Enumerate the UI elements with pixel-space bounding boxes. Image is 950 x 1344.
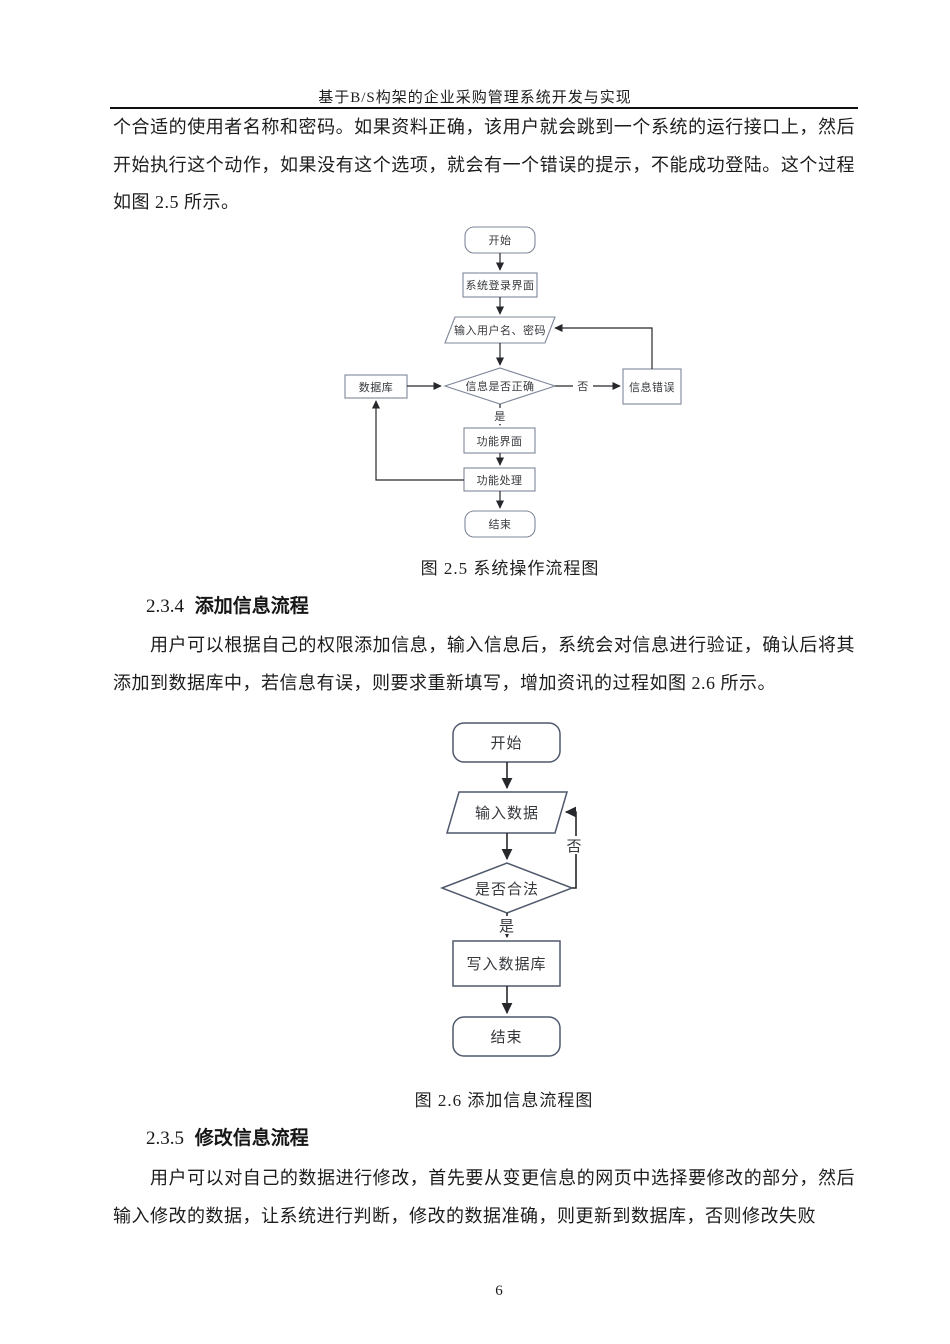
paragraph-modify-info: 用户可以对自己的数据进行修改，首先要从变更信息的网页中选择要修改的部分，然后输入… — [113, 1168, 855, 1226]
arrow-process-to-database — [371, 400, 464, 481]
section-title-2-3-4: 添加信息流程 — [194, 596, 309, 617]
end-terminator-shape — [452, 1016, 561, 1057]
figure-2-5-flowchart: 开始 系统登录界面 输入用户名、密码 信息是否正确 数据库 信息错误 功能界面 … — [340, 222, 690, 544]
end-terminator-shape — [464, 510, 536, 538]
figure-2-6-caption: 图 2.6 添加信息流程图 — [414, 1091, 594, 1110]
section-heading-2-3-5: 2.3.5 修改信息流程 — [146, 1123, 309, 1150]
start-terminator-shape — [464, 226, 536, 254]
database-shape — [344, 374, 408, 399]
flowchart-2-5-svg — [344, 226, 682, 538]
arrow-decision-no-back-to-input — [564, 806, 577, 889]
figure-2-5-caption: 图 2.5 系统操作流程图 — [420, 559, 600, 578]
page-number: 6 — [495, 1283, 503, 1299]
page-header-title: 基于B/S构架的企业采购管理系统开发与实现 — [318, 90, 632, 106]
section-number-2-3-5: 2.3.5 — [146, 1128, 184, 1149]
input-credentials-parallelogram — [444, 316, 556, 344]
section-number-2-3-4: 2.3.4 — [146, 596, 184, 617]
section-title-2-3-5: 修改信息流程 — [194, 1128, 309, 1149]
function-process-shape — [463, 467, 536, 492]
write-database-shape — [452, 940, 561, 987]
info-correct-decision-diamond — [443, 367, 557, 405]
figure-2-6-flowchart: 开始 输入数据 是否合法 写入数据库 结束 是 否 — [440, 720, 600, 1060]
start-terminator-shape — [452, 722, 561, 763]
paragraph-add-info: 用户可以根据自己的权限添加信息，输入信息后，系统会对信息进行验证，确认后将其添加… — [113, 635, 855, 693]
input-data-parallelogram — [445, 791, 569, 834]
info-error-shape — [622, 368, 682, 405]
header-rule — [110, 107, 858, 109]
is-valid-decision-diamond — [440, 862, 575, 914]
arrow-error-back-to-input — [554, 323, 653, 369]
login-screen-shape — [462, 272, 538, 298]
paragraph-login-process: 个合适的使用者名称和密码。如果资料正确，该用户就会跳到一个系统的运行接口上，然后… — [113, 117, 855, 212]
section-heading-2-3-4: 2.3.4 添加信息流程 — [146, 591, 309, 618]
flowchart-2-6-svg — [440, 722, 577, 1057]
function-ui-shape — [463, 427, 536, 454]
